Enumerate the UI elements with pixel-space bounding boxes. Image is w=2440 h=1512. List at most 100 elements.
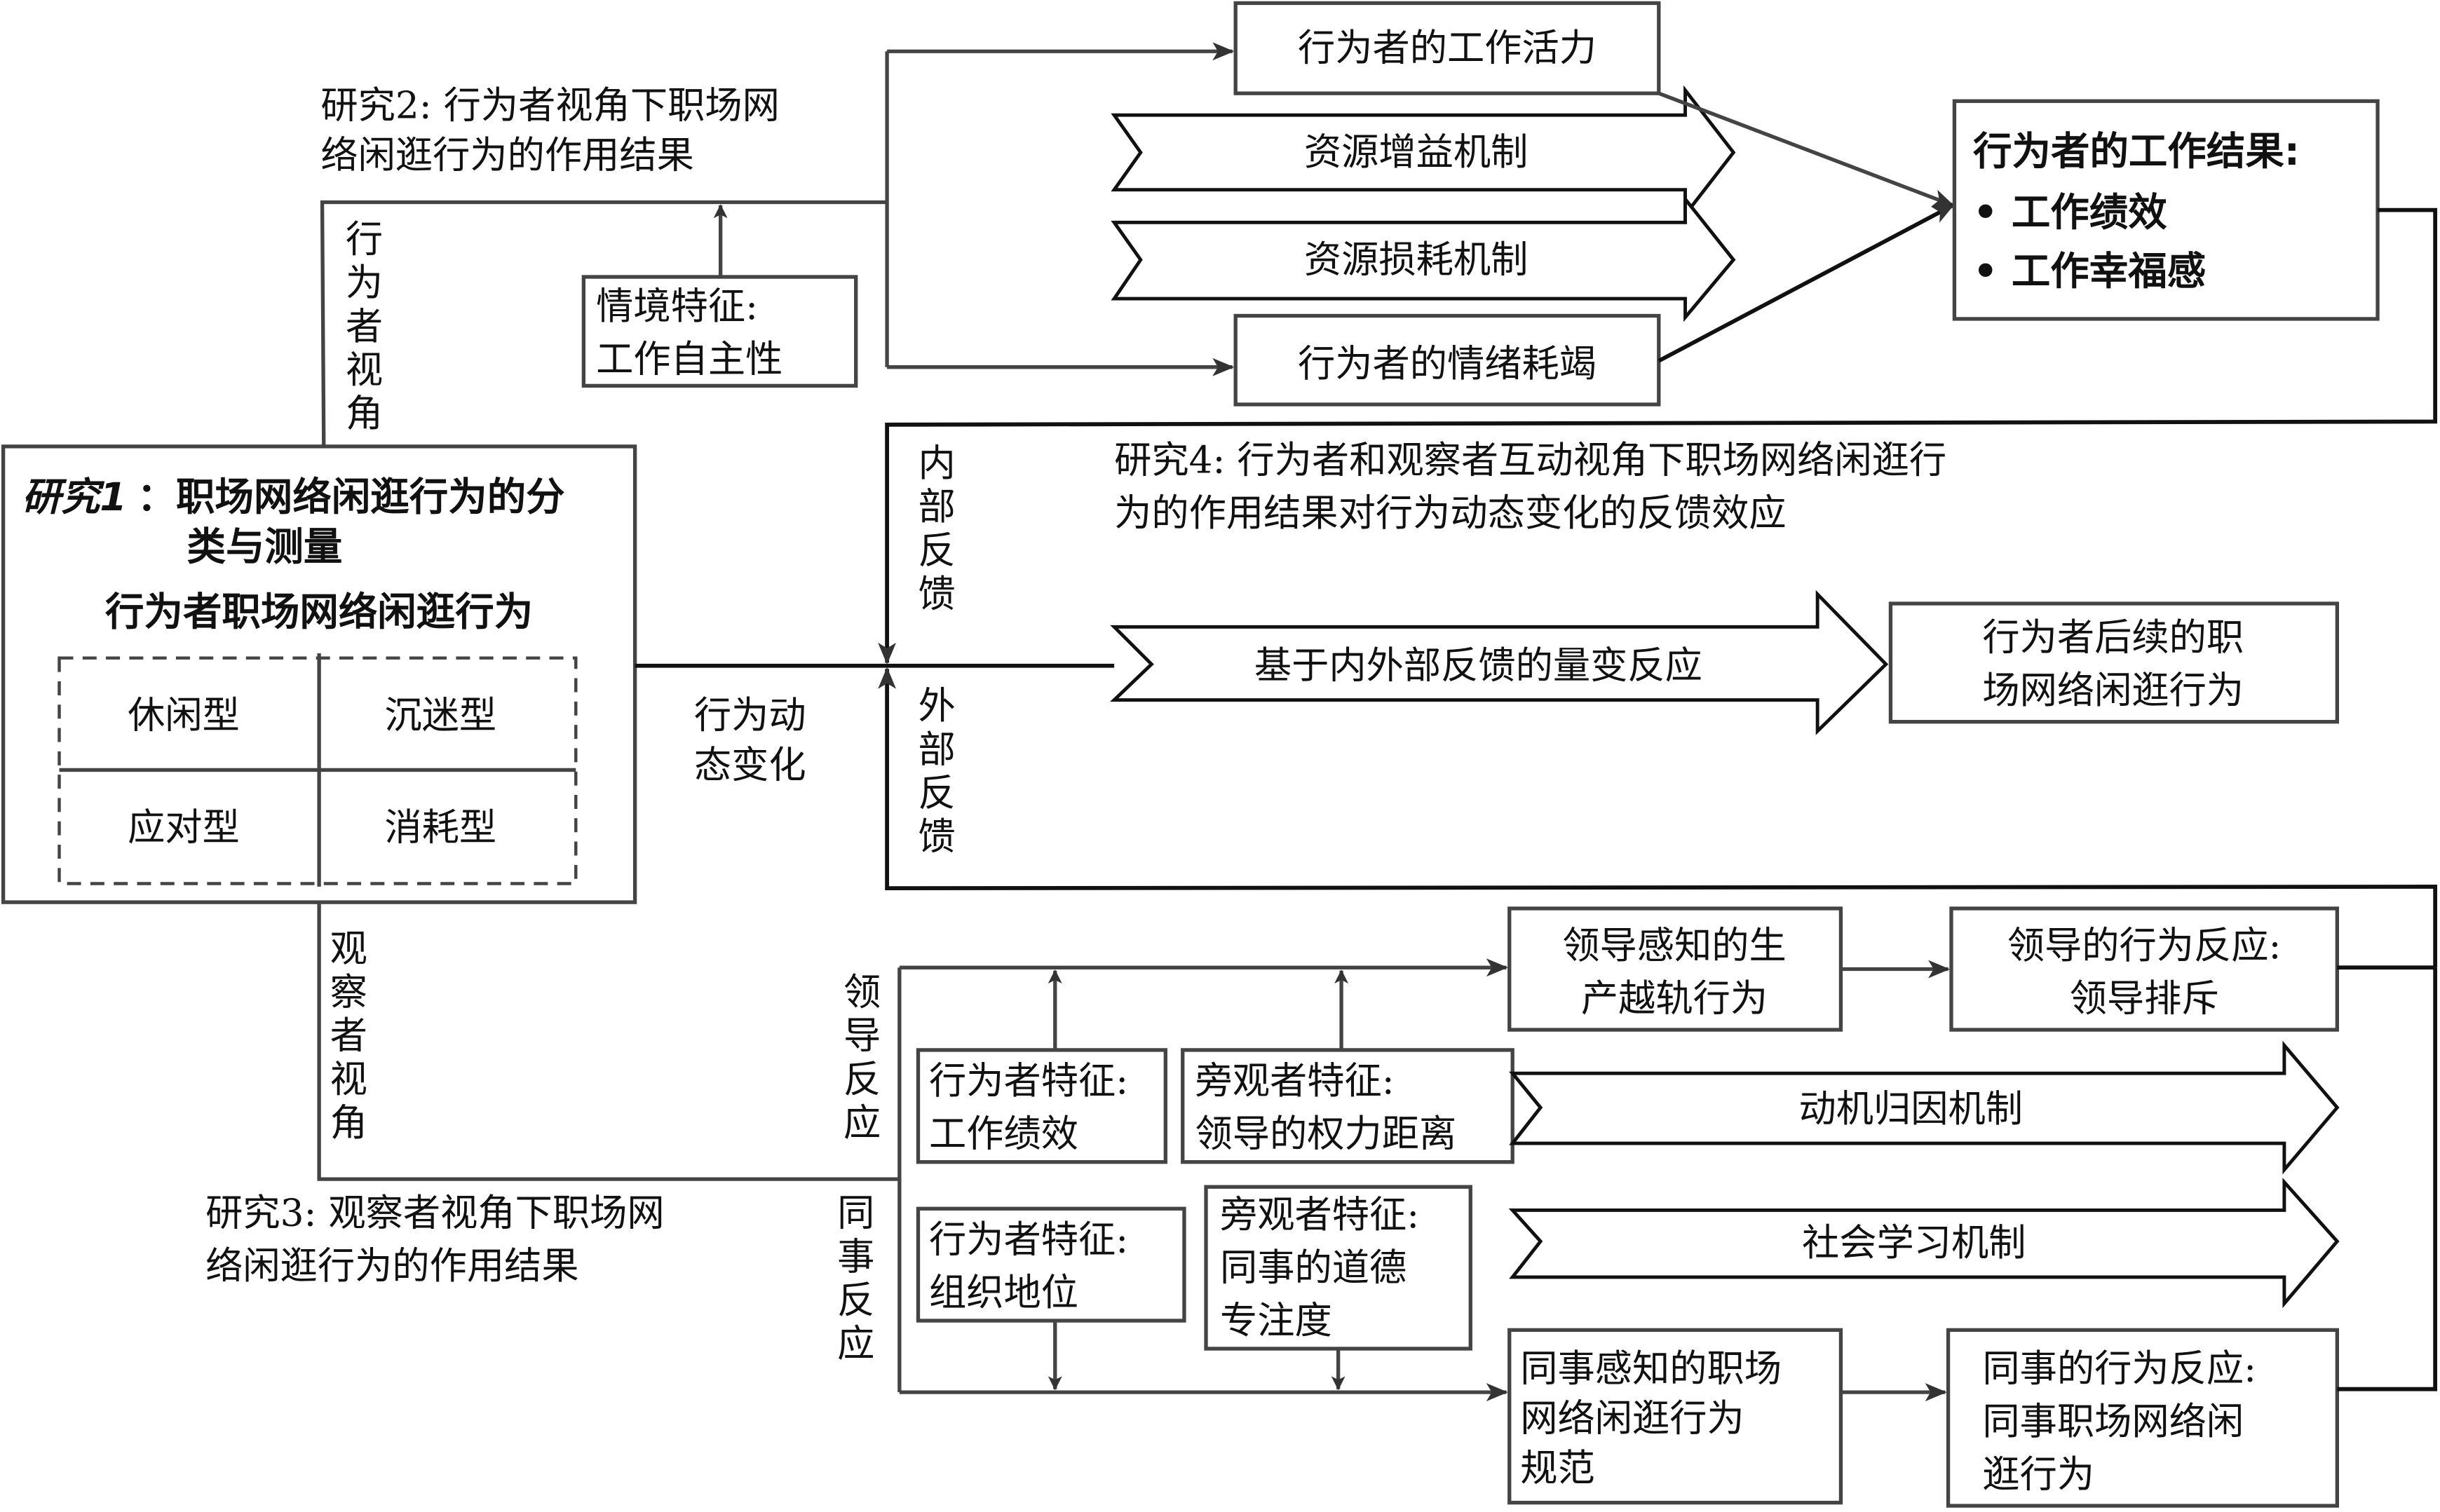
bystander-power-line1: 旁观者特征: (1195, 1059, 1394, 1103)
actor-trait-status-line2: 组织地位 (929, 1271, 1078, 1314)
motive-attribution-chevron (1509, 1040, 2340, 1175)
leader-reaction-label: 领 导 反 应 (843, 971, 881, 1145)
label-char: 反 (843, 1058, 881, 1101)
coworker-response-line1: 同事的行为反应: (1982, 1347, 2256, 1391)
study2-title-line2: 络闲逛行为的作用结果 (320, 134, 694, 177)
subsequent-box-line2: 场网络闲逛行为 (1982, 669, 2244, 712)
arrow-exhaustion-to-outcomes (1658, 203, 1955, 363)
actor-trait-status-box (916, 1206, 1186, 1323)
study1-title-line1: ：职场网络闲逛行为的分 (137, 475, 564, 520)
bystander-moral-box (1204, 1185, 1472, 1351)
study2-section: 研究2: 行为者视角下职场网 络闲逛行为的作用结果 行 为 者 视 角 情境特征… (320, 1, 2380, 447)
external-feedback-loop (878, 667, 2438, 968)
label-char: 领 (843, 971, 881, 1014)
label-char: 馈 (918, 815, 955, 859)
internal-feedback-loop (878, 207, 2438, 665)
quantitative-response-text: 基于内外部反馈的量变反应 (1254, 644, 1702, 688)
study3-title-line1: 研究3: 观察者视角下职场网 (205, 1192, 665, 1235)
label-char: 视 (330, 1058, 367, 1101)
dynamic-label-line2: 态变化 (694, 744, 806, 787)
label-char: 者 (330, 1014, 367, 1058)
study4-title-line1: 研究4: 行为者和观察者互动视角下职场网络闲逛行 (1114, 439, 1946, 482)
work-vigor-box (1233, 1, 1661, 95)
type-addictive: 沉迷型 (384, 694, 496, 737)
label-char: 察 (330, 971, 367, 1014)
label-char: 反 (918, 529, 955, 572)
type-depleting: 消耗型 (384, 805, 496, 849)
label-char: 行 (346, 218, 383, 261)
coworker-perceived-line2: 网络闲逛行为 (1520, 1397, 1744, 1441)
label-char: 反 (918, 772, 955, 815)
coworker-perceived-line3: 规范 (1520, 1447, 1595, 1490)
study3-section: 观 察 者 视 角 研究3: 观察者视角下职场网 络闲逛行为的作用结果 领 导 … (205, 902, 2438, 1508)
study1-subtitle: 行为者职场网络闲逛行为 (105, 590, 533, 635)
coworker-reaction-label: 同 事 反 应 (837, 1192, 874, 1365)
leader-response-box (1949, 906, 2340, 1032)
actor-trait-status-line1: 行为者特征: (929, 1218, 1128, 1261)
emotional-exhaustion-text: 行为者的情绪耗竭 (1298, 342, 1597, 386)
study1-title-line2: 类与测量 (187, 525, 342, 570)
internal-feedback-label: 内 部 反 馈 (918, 442, 955, 615)
quantitative-response-chevron (1110, 590, 1889, 735)
emotional-exhaustion-box (1233, 313, 1661, 407)
social-learning-chevron (1508, 1178, 2340, 1309)
study2-title-line1: 研究2: 行为者视角下职场网 (320, 84, 780, 128)
social-learning-text: 社会学习机制 (1802, 1221, 2026, 1265)
label-char: 者 (346, 305, 383, 348)
observer-perspective-label: 观 察 者 视 角 (330, 927, 367, 1145)
outcome-item-performance: • 工作绩效 (1973, 191, 2167, 236)
actor-trait-performance-line2: 工作绩效 (929, 1112, 1078, 1156)
leader-response-line1: 领导的行为反应: (2007, 924, 2282, 967)
label-char: 观 (330, 927, 367, 970)
leader-response-line2: 领导排斥 (2070, 976, 2219, 1020)
label-char: 应 (837, 1322, 874, 1365)
actor-trait-performance-box (916, 1048, 1167, 1164)
study1-section: 研究1 ：职场网络闲逛行为的分 类与测量 行为者职场网络闲逛行为 休闲型 沉迷型… (1, 444, 637, 904)
label-char: 反 (837, 1279, 874, 1322)
dynamic-label-line1: 行为动 (694, 694, 806, 737)
subsequent-box-line1: 行为者后续的职 (1982, 616, 2244, 660)
coworker-response-box (1946, 1328, 2340, 1508)
study4-section: 行为动 态变化 内 部 反 馈 外 部 反 馈 研究4: 行为者和观察者互动视角… (635, 207, 2438, 968)
situational-box-line1: 情境特征: (596, 285, 758, 328)
coworker-response-line3: 逛行为 (1982, 1452, 2094, 1496)
label-char: 为 (346, 261, 383, 305)
coworker-response-feedback-line (2337, 967, 2438, 1391)
actor-perspective-label: 行 为 者 视 角 (346, 218, 383, 436)
label-char: 应 (843, 1101, 881, 1145)
label-char: 导 (843, 1014, 881, 1058)
leader-perceived-line2: 产越轨行为 (1581, 976, 1768, 1020)
bystander-moral-line2: 同事的道德 (1220, 1246, 1407, 1289)
resource-loss-text: 资源损耗机制 (1304, 238, 1529, 281)
study1-title-prefix: 研究1 (22, 475, 127, 520)
coworker-perceived-line1: 同事感知的职场 (1520, 1347, 1782, 1391)
label-char: 部 (918, 728, 955, 771)
situational-characteristic-box (581, 275, 858, 388)
label-char: 角 (330, 1101, 367, 1145)
type-coping: 应对型 (128, 805, 240, 849)
study3-title-line2: 络闲逛行为的作用结果 (205, 1244, 579, 1288)
bystander-moral-line1: 旁观者特征: (1220, 1193, 1419, 1237)
work-vigor-text: 行为者的工作活力 (1298, 27, 1597, 70)
label-char: 角 (346, 392, 383, 435)
observer-perspective-connector (317, 902, 900, 1181)
leader-perceived-line1: 领导感知的生 (1562, 924, 1787, 967)
label-char: 视 (346, 348, 383, 392)
bystander-power-distance-box (1181, 1048, 1514, 1164)
external-feedback-label: 外 部 反 馈 (918, 684, 955, 858)
label-char: 部 (918, 485, 955, 529)
subsequent-behavior-box (1888, 601, 2340, 724)
coworker-perceived-box (1507, 1328, 1843, 1505)
motive-attribution-text: 动机归因机制 (1799, 1087, 2024, 1131)
study4-title-line2: 为的作用结果对行为动态变化的反馈效应 (1114, 491, 1787, 535)
bystander-power-line2: 领导的权力距离 (1195, 1112, 1456, 1156)
actor-perspective-connector (320, 200, 888, 447)
bystander-moral-line3: 专注度 (1220, 1299, 1332, 1342)
label-char: 馈 (918, 572, 955, 615)
situational-box-line2: 工作自主性 (596, 337, 782, 381)
work-outcomes-title: 行为者的工作结果: (1973, 130, 2300, 175)
label-char: 同 (837, 1192, 874, 1235)
label-char: 外 (918, 684, 955, 728)
coworker-response-line2: 同事职场网络闲 (1982, 1400, 2244, 1443)
arrow-vigor-to-outcomes (1658, 91, 1955, 207)
